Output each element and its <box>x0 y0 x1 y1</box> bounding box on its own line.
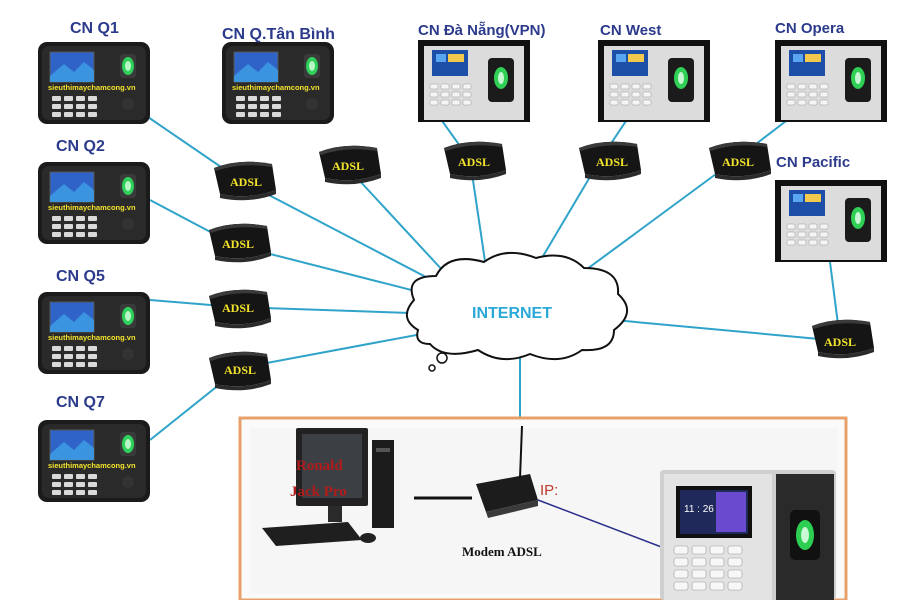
branch-label-tanbinh: CN Q.Tân Bình <box>222 26 335 43</box>
router-label: ADSL <box>596 155 628 169</box>
branch-label-west: CN West <box>600 22 662 39</box>
router-label: ADSL <box>332 159 364 173</box>
router-q1: ADSL <box>214 161 276 201</box>
terminal-west <box>597 39 711 123</box>
device-brand-q5: sieuthimaychamcong.vn <box>48 333 136 342</box>
router-label: ADSL <box>458 155 490 169</box>
branch-label-danang: CN Đà Nẵng(VPN) <box>418 22 546 39</box>
office-screen-time: 11 : 26 <box>684 504 714 515</box>
router-opera: ADSL <box>709 141 771 181</box>
branch-label-q5: CN Q5 <box>56 268 105 285</box>
internet-cloud: INTERNET <box>406 251 628 372</box>
pc-overlay-line2: Jack Pro <box>290 484 347 500</box>
modem-terminal-link <box>537 499 665 549</box>
ip-label: IP: <box>540 482 559 499</box>
router-q2: ADSL <box>209 223 271 263</box>
branch-label-q1: CN Q1 <box>70 20 119 37</box>
office-modem <box>476 425 538 518</box>
device-brand-q1: sieuthimaychamcong.vn <box>48 83 136 92</box>
router-q5: ADSL <box>209 289 271 329</box>
router-label: ADSL <box>224 363 256 377</box>
branch-label-pacific: CN Pacific <box>776 154 851 171</box>
terminal-danang <box>417 39 531 123</box>
router-west: ADSL <box>579 141 641 181</box>
router-label: ADSL <box>722 155 754 169</box>
router-label: ADSL <box>222 237 254 251</box>
router-q7: ADSL <box>209 351 271 391</box>
device-brand-q7: sieuthimaychamcong.vn <box>48 461 136 470</box>
internet-label: INTERNET <box>472 305 552 322</box>
pc-overlay-line1: Ronald <box>296 458 343 474</box>
device-brand-q2: sieuthimaychamcong.vn <box>48 203 136 212</box>
branch-label-q2: CN Q2 <box>56 138 105 155</box>
terminal-opera <box>774 39 888 123</box>
router-tanbinh: ADSL <box>319 145 381 185</box>
terminal-pacific <box>774 179 888 263</box>
device-brand-tanbinh: sieuthimaychamcong.vn <box>232 83 320 92</box>
pc-icon: Ronald Jack Pro <box>262 428 394 546</box>
modem-label: Modem ADSL <box>462 544 542 559</box>
router-label: ADSL <box>222 301 254 315</box>
router-pacific: ADSL <box>812 319 874 359</box>
branch-label-q7: CN Q7 <box>56 394 105 411</box>
office-terminal: 11 : 26 <box>660 470 836 600</box>
router-danang: ADSL <box>444 141 506 181</box>
router-label: ADSL <box>824 335 856 349</box>
router-label: ADSL <box>230 175 262 189</box>
branch-label-opera: CN Opera <box>775 20 845 37</box>
